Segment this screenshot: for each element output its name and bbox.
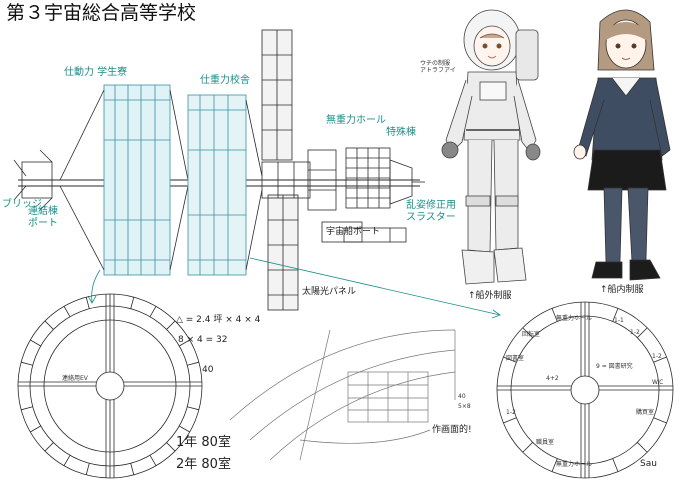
uniform-caption: ↑船内制服 — [600, 285, 644, 295]
label-zero-g-hall: 無重力ホール — [326, 115, 386, 126]
school-ring — [187, 94, 263, 276]
dock-module — [321, 221, 407, 243]
ring-label-left-top: 回転室 — [522, 331, 541, 338]
note-cross-2: 5×8 — [458, 403, 471, 410]
label-dock: 宇宙船ポート — [326, 227, 381, 237]
ring-label-left-mid: 図書室 — [506, 355, 525, 362]
ring-label-left-low: 1-2 — [506, 409, 516, 416]
note-cross-1: 40 — [458, 393, 466, 400]
label-dorm-ring: 仕動力 学生寮 — [64, 67, 128, 78]
hub-module — [261, 161, 311, 199]
ring-label-right-top2: 1-1 — [614, 317, 624, 324]
note-ev-label: 連絡用EV — [62, 375, 88, 382]
space-station — [13, 29, 425, 311]
ring-label-bottom-left: 職員室 — [536, 439, 555, 446]
ring-label-bottom: 無重力ホール — [556, 461, 593, 468]
uniform-figure — [573, 9, 671, 281]
note-formula-1: △ = 2.4 坪 × 4 × 4 — [176, 315, 261, 325]
label-special-ward: 特殊棟 — [386, 127, 416, 138]
signature: Sau — [640, 459, 657, 469]
ring-center-note: 9 = 図書研究 — [596, 363, 633, 370]
special-ward-module — [345, 147, 425, 209]
bridge-module — [21, 161, 53, 199]
ring-label-right-low: 購買室 — [636, 409, 655, 416]
ring-label-top: 無重力ホール — [556, 315, 593, 322]
ring-side-note: 4+2 — [546, 375, 559, 382]
ring-label-wc: W.C — [652, 379, 664, 386]
label-bridge: ブリッジ — [2, 199, 42, 210]
note-cross-3: 作画面的! — [432, 425, 472, 435]
helmet-note: ウチの制服 アトラフアイ — [420, 60, 456, 75]
label-solar-panel: 太陽光パネル — [302, 287, 357, 297]
label-school-ring: 仕重力校舎 — [200, 75, 250, 86]
note-ring-dim: 40 — [202, 365, 214, 375]
note-classroom-1: 1年 80室 — [176, 435, 231, 450]
solar-panel — [261, 29, 299, 311]
left-ring-floorplan — [17, 293, 203, 479]
ring-label-right-top: 1-2 — [630, 329, 640, 336]
right-ring-floorplan — [496, 301, 674, 479]
note-classroom-2: 2年 80室 — [176, 457, 231, 472]
note-formula-2: 8 × 4 = 32 — [178, 335, 228, 345]
interior-cross-section — [229, 329, 456, 461]
astronaut-caption: ↑船外制服 — [468, 291, 512, 301]
ring-label-right-mid: 1-2 — [652, 353, 662, 360]
page-title: 第３宇宙総合高等学校 — [6, 2, 197, 24]
dorm-ring — [59, 84, 189, 276]
label-attitude-thruster: 乱姿修正用 スラスター — [406, 200, 456, 223]
label-connecting-port: 連結棟 ポート — [28, 206, 58, 229]
zero-g-hall-module — [307, 149, 337, 211]
astronaut-figure — [441, 9, 541, 285]
